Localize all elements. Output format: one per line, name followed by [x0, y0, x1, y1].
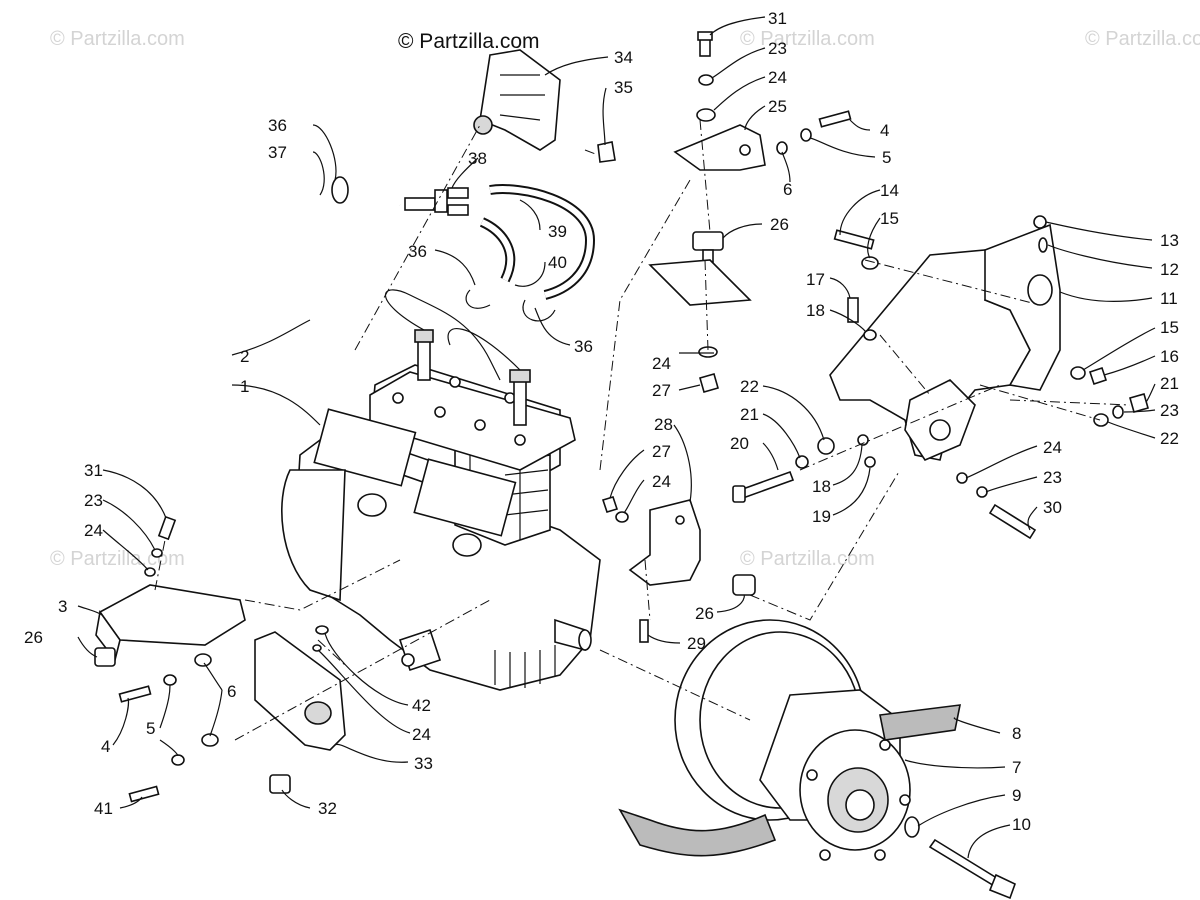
middle-bracket — [628, 499, 756, 596]
callout-label: 23 — [768, 39, 787, 58]
callout-label: 6 — [783, 180, 792, 199]
callout-label: 27 — [652, 442, 671, 461]
callout-label: 27 — [652, 381, 671, 400]
callout-label: 36 — [268, 116, 287, 135]
callout-label: 40 — [548, 253, 567, 272]
callout-label: 14 — [880, 181, 899, 200]
callout-label: 34 — [614, 48, 633, 67]
callout-label: 21 — [740, 405, 759, 424]
callout-label: 23 — [1160, 401, 1179, 420]
callout-label: 39 — [548, 222, 567, 241]
callout-label: 9 — [1012, 786, 1021, 805]
watermark: © Partzilla.com — [740, 548, 875, 570]
callout-label: 5 — [146, 719, 155, 738]
callout-label: 2 — [240, 347, 249, 366]
callout-label: 11 — [1160, 289, 1178, 308]
callout-label: 26 — [695, 604, 714, 623]
callout-label: 31 — [84, 461, 103, 480]
hardware — [118, 31, 1149, 803]
callout-label: 4 — [880, 121, 889, 140]
callout-label: 33 — [414, 754, 433, 773]
callout-label: 15 — [880, 209, 899, 228]
callout-label: 42 — [412, 696, 431, 715]
upper-bracket — [473, 49, 616, 163]
callout-label: 23 — [84, 491, 103, 510]
callout-label: 7 — [1012, 758, 1021, 777]
callout-label: 30 — [1043, 498, 1062, 517]
watermark: © Partzilla.com — [740, 28, 875, 50]
right-mount-bracket — [829, 215, 1108, 461]
callout-label: 37 — [268, 143, 287, 162]
left-mount-brackets — [94, 584, 346, 794]
callout-label: 38 — [468, 149, 487, 168]
clutch-assembly — [618, 619, 1016, 900]
callout-label: 25 — [768, 97, 787, 116]
callout-label: 23 — [1043, 468, 1062, 487]
callout-label: 41 — [94, 799, 113, 818]
callout-label: 24 — [84, 521, 103, 540]
callout-label: 17 — [806, 270, 825, 289]
callout-label: 18 — [812, 477, 831, 496]
callout-label: 24 — [652, 354, 671, 373]
hoses — [247, 176, 596, 322]
watermark: © Partzilla.com — [1085, 28, 1200, 50]
engine-assembly — [281, 289, 601, 691]
callout-label: 24 — [768, 68, 787, 87]
callout-label: 24 — [412, 725, 431, 744]
callout-label: 15 — [1160, 318, 1179, 337]
centerlines — [154, 119, 1131, 741]
callout-label: 35 — [614, 78, 633, 97]
watermark: © Partzilla.com — [50, 548, 185, 570]
mount-plate — [648, 124, 766, 393]
callout-label: 12 — [1160, 260, 1179, 279]
callout-label: 32 — [318, 799, 337, 818]
leader-lines — [77, 16, 1156, 859]
callout-label: 5 — [882, 148, 891, 167]
callout-label: 26 — [770, 215, 789, 234]
callout-label: 20 — [730, 434, 749, 453]
callout-label: 3 — [58, 597, 67, 616]
callout-label: 6 — [227, 682, 236, 701]
watermark: © Partzilla.com — [50, 28, 185, 50]
callout-label: 21 — [1160, 374, 1179, 393]
callout-label: 36 — [408, 242, 427, 261]
callout-label: 22 — [740, 377, 759, 396]
callout-label: 1 — [240, 377, 249, 396]
watermark-layer: © Partzilla.com © Partzilla.com © Partzi… — [50, 28, 1200, 570]
callout-label: 19 — [812, 507, 831, 526]
callout-label: 36 — [574, 337, 593, 356]
callout-labels: 1 2 3 4 4 5 5 6 6 7 8 9 10 11 12 13 14 1… — [24, 9, 1179, 834]
callout-label: 29 — [687, 634, 706, 653]
callout-label: 10 — [1012, 815, 1031, 834]
callout-label: 24 — [1043, 438, 1062, 457]
callout-label: 18 — [806, 301, 825, 320]
callout-label: 24 — [652, 472, 671, 491]
callout-label: 13 — [1160, 231, 1179, 250]
callout-label: 28 — [654, 415, 673, 434]
callout-label: 8 — [1012, 724, 1021, 743]
callout-label: 16 — [1160, 347, 1179, 366]
callout-label: 31 — [768, 9, 787, 28]
callout-label: 4 — [101, 737, 110, 756]
copyright-notice: © Partzilla.com — [398, 30, 540, 53]
callout-label: 22 — [1160, 429, 1179, 448]
callout-label: 26 — [24, 628, 43, 647]
